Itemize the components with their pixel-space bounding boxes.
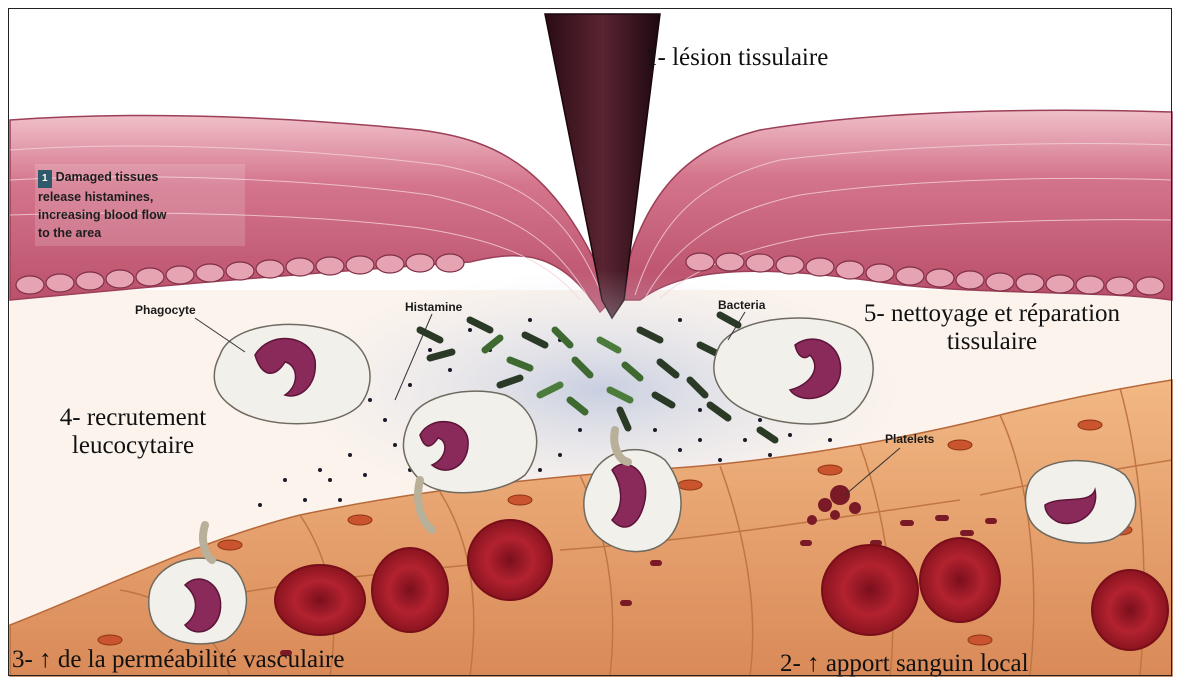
inset-note: 1 Damaged tissues release histamines, inc… xyxy=(38,168,166,242)
inset-line-4: to the area xyxy=(38,224,166,242)
inset-number-badge: 1 xyxy=(38,170,52,188)
annotation-platelets: Platelets xyxy=(885,432,934,446)
label-step-4-line-1: 4- recrutement xyxy=(18,404,248,432)
label-step-1: 1- lésion tissulaire xyxy=(645,44,828,72)
annotation-histamine: Histamine xyxy=(405,300,462,314)
label-step-5: 5- nettoyage et réparation tissulaire xyxy=(812,300,1172,356)
label-step-5-line-2: tissulaire xyxy=(812,328,1172,356)
label-step-5-line-1: 5- nettoyage et réparation xyxy=(812,300,1172,328)
annotation-bacteria: Bacteria xyxy=(718,298,765,312)
annotation-phagocyte: Phagocyte xyxy=(135,303,196,317)
label-step-4: 4- recrutement leucocytaire xyxy=(18,404,248,460)
inset-line-3: increasing blood flow xyxy=(38,206,166,224)
label-step-4-line-2: leucocytaire xyxy=(18,432,248,460)
inset-line-1: Damaged tissues xyxy=(56,170,159,184)
inset-line-2: release histamines, xyxy=(38,188,166,206)
label-step-3: 3- ↑ de la perméabilité vasculaire xyxy=(12,646,344,674)
label-step-2: 2- ↑ apport sanguin local xyxy=(780,650,1029,678)
